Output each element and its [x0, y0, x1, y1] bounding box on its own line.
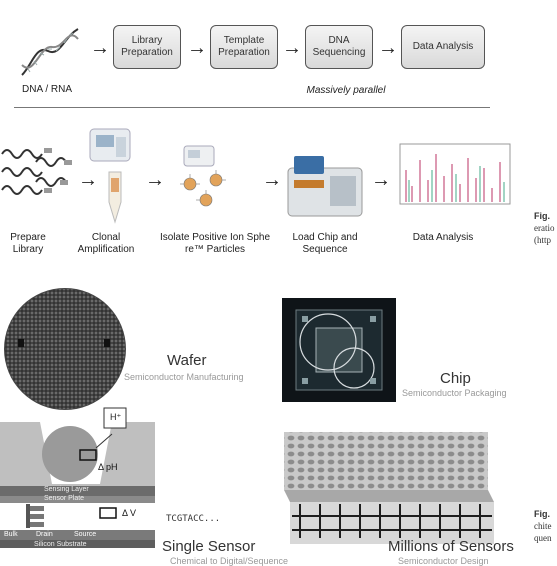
arrow-icon: → — [187, 38, 207, 58]
dna-helix-icon — [18, 25, 82, 81]
sensing-layer-label: Sensing Layer — [44, 486, 89, 493]
millions-of-sensors-title: Millions of Sensors — [388, 538, 514, 555]
chip-subtitle: Semiconductor Packaging — [402, 388, 507, 398]
figure-caption-title: Fig. — [534, 211, 550, 221]
figure-caption-title: Fig. — [534, 509, 550, 519]
figure-caption-line: chite — [534, 521, 552, 531]
ion-label: H⁺ — [110, 412, 121, 423]
arrow-icon: → — [145, 170, 165, 190]
data-analysis-step: Data Analysis — [401, 25, 485, 69]
figure-caption-line: (http — [534, 235, 551, 245]
data-analysis-plot — [392, 140, 514, 216]
millions-of-sensors-subtitle: Semiconductor Design — [398, 556, 489, 566]
substrate-label: Silicon Substrate — [34, 541, 87, 548]
figure-caption: Fig. chite quen — [534, 508, 557, 544]
sensor-plate-label: Sensor Plate — [44, 495, 84, 502]
delta-v-label: Δ V — [122, 508, 136, 518]
arrow-icon: → — [378, 38, 398, 58]
wafer-title: Wafer — [167, 352, 206, 369]
sequence-text: TCGTACC... — [166, 514, 220, 524]
single-sensor-title: Single Sensor — [162, 538, 255, 555]
arrow-icon: → — [78, 170, 98, 190]
sequencer-instrument-icon — [284, 152, 366, 222]
wafer-subtitle: Semiconductor Manufacturing — [124, 372, 244, 382]
library-preparation-step: Library Preparation — [113, 25, 181, 69]
single-sensor-subtitle: Chemical to Digital/Sequence — [170, 556, 288, 566]
dna-rna-label: DNA / RNA — [22, 84, 92, 96]
source-label: Source — [74, 531, 96, 538]
wafer-image — [2, 287, 128, 411]
prepare-library-label: Prepare Library — [4, 232, 52, 256]
chip-title: Chip — [440, 370, 471, 387]
arrow-icon: → — [371, 170, 391, 190]
section-divider — [14, 107, 490, 108]
ion-sphere-particles-icon — [178, 170, 232, 210]
figure-caption: Fig. eratio (http — [534, 210, 557, 246]
massively-parallel-label: Massively parallel — [296, 85, 396, 97]
dna-sequencing-step: DNA Sequencing — [305, 25, 373, 69]
chip-image — [282, 298, 396, 402]
delta-ph-label: Δ pH — [98, 462, 118, 472]
dna-fragments-icon — [0, 140, 78, 202]
template-preparation-step: Template Preparation — [210, 25, 278, 69]
load-chip-label: Load Chip and Sequence — [284, 232, 366, 256]
figure-caption-line: quen — [534, 533, 552, 543]
pipette-tube-icon — [103, 170, 127, 224]
arrow-icon: → — [262, 170, 282, 190]
figure-caption-line: eratio — [534, 223, 555, 233]
arrow-icon: → — [90, 38, 110, 58]
data-analysis-label: Data Analysis — [408, 232, 478, 244]
arrow-icon: → — [282, 38, 302, 58]
sensor-array-image — [276, 426, 494, 546]
clonal-amplification-label: Clonal Amplification — [74, 232, 138, 256]
sensor-diagram: H⁺ Δ pH Δ V Sensing Layer Sensor Plate B… — [0, 404, 155, 556]
drain-label: Drain — [36, 531, 53, 538]
ion-sphere-instrument-icon — [182, 140, 218, 170]
bulk-label: Bulk — [4, 531, 18, 538]
isolate-particles-label: Isolate Positive Ion Sphe re™ Particles — [158, 232, 272, 256]
ot2-instrument-icon — [88, 125, 134, 165]
